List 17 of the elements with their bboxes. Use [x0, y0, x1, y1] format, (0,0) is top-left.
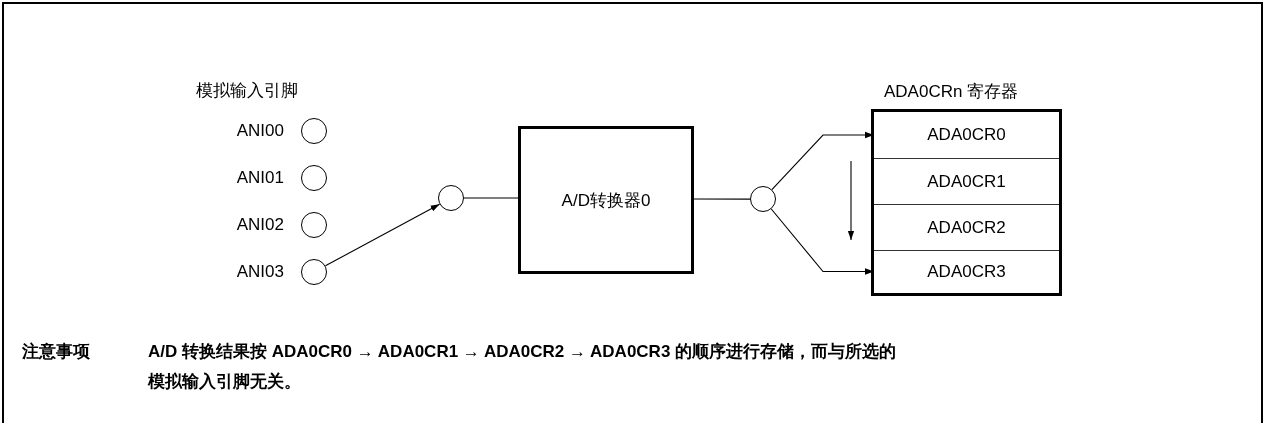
connector-line [463, 197, 519, 199]
pin-name: ANI00 [236, 121, 284, 141]
register-name: ADA0CR0 [927, 125, 1006, 145]
pin-name: ANI01 [236, 168, 284, 188]
register-name: ADA0CR2 [927, 217, 1006, 238]
note-label: 注意事项 [22, 341, 90, 363]
arrow [324, 203, 441, 267]
converter-label: A/D转换器0 [561, 189, 651, 212]
register-heading: ADA0CRn 寄存器 [884, 81, 1019, 103]
register-name: ADA0CR3 [927, 262, 1006, 282]
pin-name: ANI03 [236, 262, 284, 282]
converter-box [518, 126, 694, 274]
pin-name: ANI02 [236, 215, 284, 235]
note-text: A/D 转换结果按 ADA0CR0 → ADA0CR1 → ADA0CR2 → ADA0CR3 的顺序进行存储，而与所选的模拟输入引脚无关。 [148, 341, 898, 393]
group-heading: 模拟输入引脚 [196, 80, 298, 102]
connector-line [693, 198, 751, 200]
register-name: ADA0CR1 [927, 171, 1006, 192]
